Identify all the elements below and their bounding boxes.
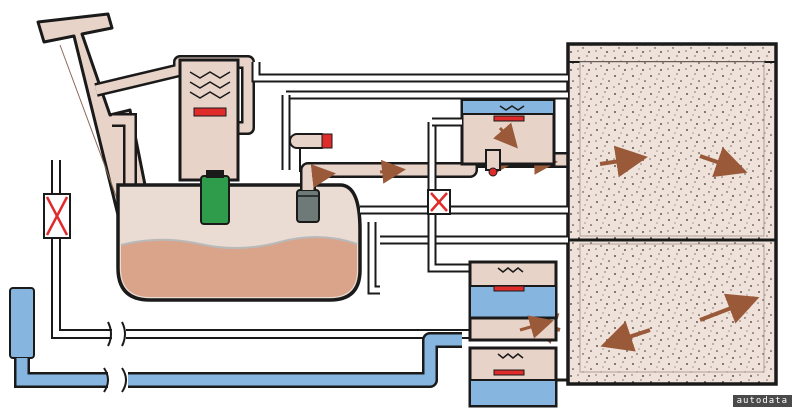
fill-vent-valve	[178, 58, 240, 182]
canister-vent-valve	[468, 260, 558, 342]
left-service-line	[43, 160, 470, 347]
fuel-level	[121, 236, 357, 297]
filler-neck	[36, 12, 152, 217]
watermark-logo: autodata	[732, 395, 792, 407]
canister	[524, 42, 778, 386]
fuel-tank	[116, 183, 362, 302]
shutoff-valve-right	[427, 189, 451, 215]
pressure-relief-valve	[460, 98, 556, 177]
tank-vent-valve	[296, 189, 320, 223]
lower-purge-valve	[468, 346, 568, 408]
connecting-lines	[251, 62, 568, 295]
fresh-air-line	[9, 287, 462, 393]
canister-upper-chamber	[579, 61, 765, 237]
rollover-valve	[200, 170, 230, 225]
fresh-air-filter	[9, 287, 35, 359]
